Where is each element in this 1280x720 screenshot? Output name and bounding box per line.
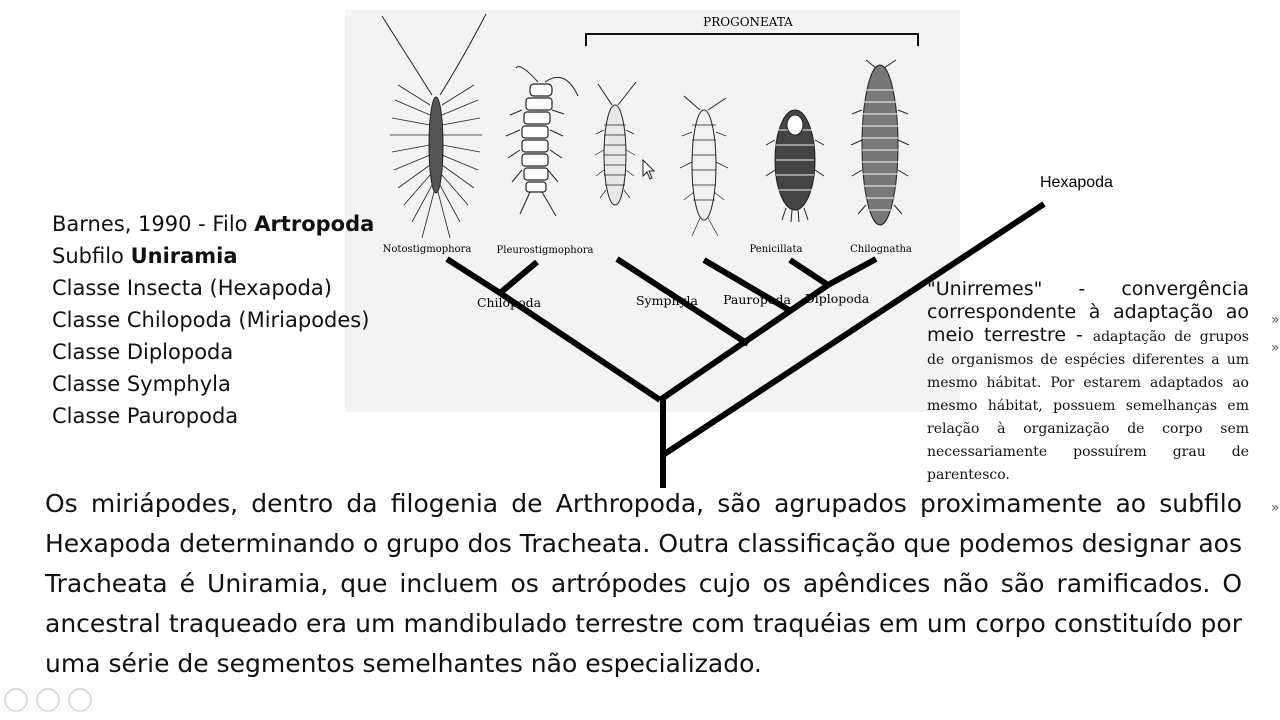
clade-label-pauropoda: Pauropoda: [723, 292, 791, 307]
chilognatha-illustration: [850, 59, 910, 226]
class-item: Classe Symphyla: [52, 372, 231, 396]
class-item: Classe Insecta (Hexapoda): [52, 276, 332, 300]
forward-icon[interactable]: [68, 688, 92, 712]
outgroup-label-hexapoda: Hexapoda: [1040, 174, 1113, 191]
tip-label-penicillata: Penicillata: [750, 244, 803, 255]
classification-line-1: Barnes, 1990 - Filo Artropoda: [52, 212, 375, 236]
note-lead: "Unirremes" - convergência correspondent…: [927, 278, 1249, 346]
convergence-note: "Unirremes" - convergência correspondent…: [927, 278, 1249, 486]
tree-branches: [445, 201, 1046, 488]
progoneata-bracket: [585, 33, 919, 46]
class-item: Classe Chilopoda (Miriapodes): [52, 308, 370, 332]
clade-label-chilopoda: Chilopoda: [477, 295, 542, 310]
clade-label-diplopoda: Diplopoda: [805, 291, 870, 306]
back-icon[interactable]: [4, 688, 28, 712]
main-paragraph: Os miriápodes, dentro da filogenia de Ar…: [45, 489, 1242, 678]
symphyla-illustration: [594, 81, 637, 206]
class-item: Classe Diplopoda: [52, 340, 234, 364]
tip-label-notostigmophora: Notostigmophora: [383, 244, 472, 255]
class-item: Classe Pauropoda: [52, 404, 239, 428]
mouse-cursor-icon: [642, 158, 656, 180]
edge-fragment: »: [1271, 312, 1280, 328]
playback-icon[interactable]: [36, 688, 60, 712]
progoneata-label: PROGONEATA: [703, 15, 793, 29]
penicillata-illustration: [765, 109, 825, 223]
pauropoda-illustration: [679, 95, 729, 237]
tip-label-pleurostigmophora: Pleurostigmophora: [497, 245, 594, 256]
classification-list: Barnes, 1990 - Filo Artropoda Subfilo Un…: [52, 208, 374, 432]
edge-fragment: »: [1271, 340, 1280, 356]
edge-fragment: »: [1271, 500, 1280, 516]
notostigmophora-illustration: [381, 13, 487, 239]
classification-line-2: Subfilo Uniramia: [52, 244, 238, 268]
figure-background: [345, 10, 960, 412]
player-controls: [4, 688, 92, 712]
note-detail: adaptação de grupos de organismos de esp…: [927, 329, 1249, 483]
pleurostigmophora-illustration: [505, 66, 579, 217]
clade-label-symphyla: Symphyla: [636, 293, 699, 308]
tip-label-chilognatha: Chilognatha: [850, 244, 912, 255]
